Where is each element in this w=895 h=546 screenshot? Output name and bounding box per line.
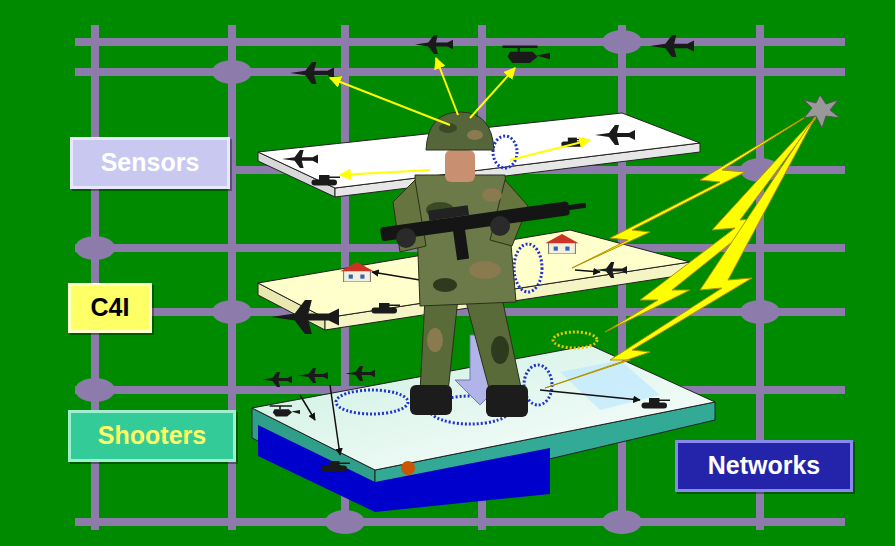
- soldier-leg: [465, 298, 522, 392]
- vehicle-icon: [322, 461, 351, 472]
- grid-node: [75, 236, 115, 260]
- building-icon: [545, 234, 578, 254]
- rifle-barrel: [564, 203, 586, 211]
- soldier-glove: [396, 228, 416, 248]
- camo-spot: [469, 261, 501, 279]
- camo-spot: [433, 278, 457, 292]
- vehicle-icon: [372, 303, 401, 314]
- aircraft-icon: [282, 150, 318, 168]
- layer-label: Shooters: [68, 410, 236, 462]
- link-coils: [336, 136, 597, 424]
- grid-node: [75, 378, 115, 402]
- explosion-icon: [401, 461, 415, 475]
- camo-spot: [427, 328, 443, 352]
- soldier: [379, 112, 591, 417]
- aircraft-icon: [298, 368, 328, 383]
- helicopter-icon: [503, 47, 551, 63]
- rifle-scope: [428, 205, 469, 220]
- sensor-arrows: [330, 58, 590, 175]
- grid-node: [325, 510, 365, 534]
- aircraft-icon: [345, 366, 375, 381]
- grid-node: [602, 510, 642, 534]
- soldier-boot: [486, 385, 528, 417]
- link-arrow: [575, 270, 600, 272]
- satellite-icon: [415, 35, 453, 54]
- link-arrow: [372, 272, 420, 280]
- camo-spot: [491, 336, 509, 364]
- aircraft-icon: [595, 262, 627, 278]
- camo-spot: [482, 188, 502, 202]
- grid-line: [75, 68, 845, 76]
- aircraft-icon: [650, 35, 694, 57]
- label-text: C4I: [91, 294, 130, 322]
- sensor-arrow: [470, 68, 515, 118]
- satellite-burst: [804, 95, 840, 128]
- vehicle-icon: [642, 398, 671, 409]
- grid-line: [75, 38, 845, 46]
- grid-node: [212, 300, 252, 324]
- soldier-face: [445, 150, 475, 182]
- soldier-glove: [490, 216, 510, 236]
- aircraft-icon: [290, 62, 334, 84]
- grid-node: [740, 300, 780, 324]
- layer-label: Sensors: [70, 137, 230, 189]
- coil: [524, 365, 552, 405]
- link-arrow: [330, 385, 340, 455]
- sensor-arrow: [510, 140, 590, 160]
- grid-node: [212, 60, 252, 84]
- link-arrow: [300, 395, 315, 420]
- sensor-arrow: [330, 78, 450, 125]
- sensor-arrow: [340, 170, 430, 175]
- coil: [493, 136, 517, 168]
- grid-line: [75, 518, 845, 526]
- aircraft-icon: [595, 125, 635, 145]
- label-text: Shooters: [98, 422, 206, 450]
- rifle: [379, 189, 591, 270]
- label-text: Sensors: [101, 149, 200, 177]
- lightning: [545, 105, 825, 388]
- ring: [336, 390, 408, 414]
- lightning-bolt: [572, 105, 825, 268]
- rifle-magazine: [453, 229, 469, 260]
- link-arrow: [540, 390, 640, 400]
- vehicle-icon: [312, 175, 341, 186]
- building-icon: [340, 262, 373, 282]
- camo-spot: [467, 130, 483, 140]
- grid-node: [602, 30, 642, 54]
- label-text: Networks: [708, 452, 821, 480]
- soldier-arm: [393, 180, 426, 252]
- lightning-bolt: [545, 112, 818, 388]
- aircraft-icon: [262, 372, 292, 387]
- helicopter-icon: [270, 406, 300, 416]
- layer-label: C4I: [68, 283, 152, 333]
- aircraft-icon: [271, 300, 339, 334]
- soldier-leg: [420, 298, 458, 392]
- coil: [514, 244, 542, 292]
- soldier-boot: [410, 385, 452, 415]
- soldier-helmet: [426, 112, 494, 150]
- sensor-arrow: [436, 58, 458, 115]
- network-label: Networks: [675, 440, 853, 492]
- ring: [553, 332, 597, 348]
